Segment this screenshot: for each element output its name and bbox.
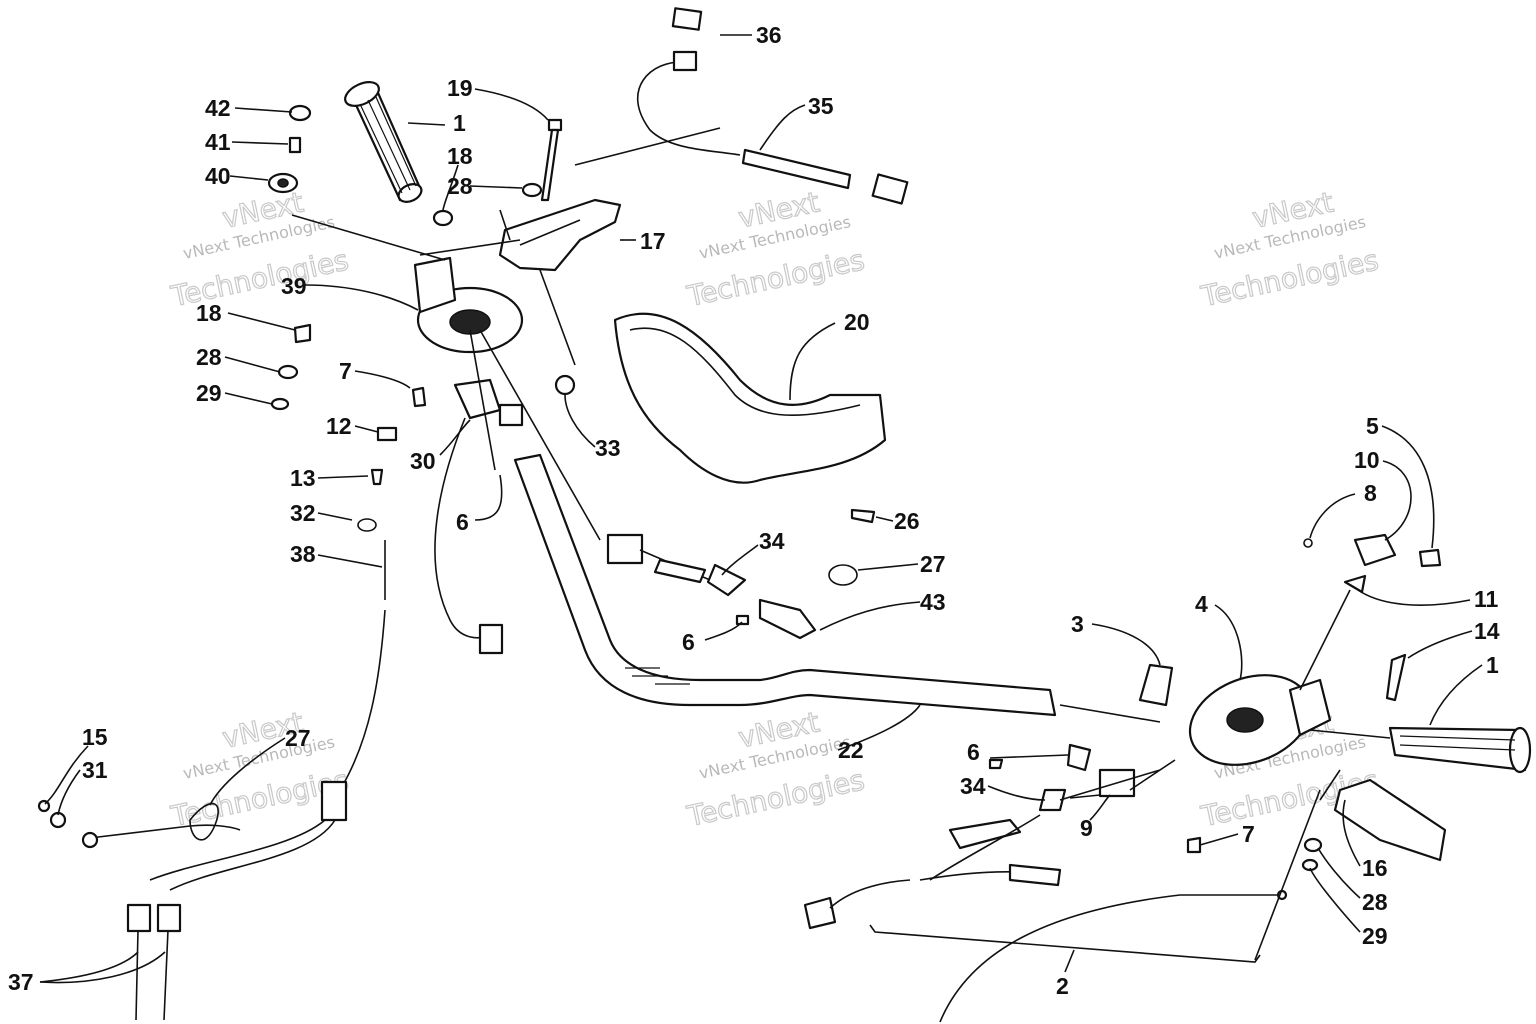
callout-12: 12 — [326, 413, 352, 439]
callout-42: 42 — [205, 95, 231, 121]
right-hardware — [988, 533, 1442, 872]
callout-10: 10 — [1354, 447, 1380, 473]
callout-6: 6 — [682, 629, 695, 655]
switch-housing-39 — [413, 256, 524, 354]
left-grip — [344, 81, 423, 203]
callout-38: 38 — [290, 541, 316, 567]
callout-3: 3 — [1071, 611, 1084, 637]
leader-lines — [39, 34, 1483, 984]
clamp-27 — [828, 564, 858, 586]
callout-19: 19 — [447, 75, 473, 101]
left-hardware — [270, 323, 427, 486]
kill-switch-30 — [434, 329, 601, 655]
watermark-5: vNext vNext Technologies Technologies — [683, 705, 868, 834]
callout-15: 15 — [82, 724, 108, 750]
callout-33: 33 — [595, 435, 621, 461]
left-cables — [37, 518, 386, 1021]
callout-29: 29 — [196, 380, 222, 406]
callouts: 42 41 40 1 19 18 28 17 36 35 39 18 28 29… — [8, 22, 1500, 999]
handlebar-22 — [513, 453, 1057, 717]
callout-26: 26 — [894, 508, 920, 534]
callout-34: 34 — [960, 773, 986, 799]
callout-18: 18 — [447, 143, 473, 169]
callout-20: 20 — [844, 309, 870, 335]
callout-39: 39 — [281, 273, 307, 299]
watermark-2: vNext vNext Technologies Technologies — [683, 185, 868, 314]
callout-7: 7 — [339, 358, 352, 384]
callout-41: 41 — [205, 129, 231, 155]
callout-2: 2 — [1056, 973, 1069, 999]
callout-9: 9 — [1080, 815, 1093, 841]
callout-8: 8 — [1364, 480, 1377, 506]
callout-27: 27 — [285, 725, 311, 751]
callout-31: 31 — [82, 757, 108, 783]
callout-28: 28 — [447, 173, 473, 199]
callout-6: 6 — [456, 509, 469, 535]
callout-30: 30 — [410, 448, 436, 474]
watermark-1: vNext vNext Technologies Technologies — [167, 185, 352, 314]
right-lever-16 — [1333, 778, 1447, 862]
callout-28: 28 — [1362, 889, 1388, 915]
callout-17: 17 — [640, 228, 666, 254]
callout-11: 11 — [1474, 586, 1499, 612]
callout-14: 14 — [1474, 618, 1500, 644]
callout-32: 32 — [290, 500, 316, 526]
callout-36: 36 — [756, 22, 782, 48]
callout-13: 13 — [290, 465, 316, 491]
washer-nut — [432, 182, 543, 227]
callout-22: 22 — [838, 737, 864, 763]
end-cap-parts — [267, 104, 312, 194]
callout-1: 1 — [1486, 652, 1499, 678]
callout-18: 18 — [196, 300, 222, 326]
callout-35: 35 — [808, 93, 834, 119]
connector-34-left — [606, 533, 817, 640]
callout-6: 6 — [967, 739, 980, 765]
brake-lever-17 — [498, 198, 622, 272]
callout-34: 34 — [759, 528, 785, 554]
callout-7: 7 — [1242, 821, 1255, 847]
callout-27: 27 — [920, 551, 946, 577]
right-grip — [1388, 726, 1532, 774]
screw-26 — [850, 508, 876, 524]
cover-20 — [613, 312, 887, 484]
right-housing-4 — [1188, 674, 1332, 766]
callout-5: 5 — [1366, 413, 1379, 439]
throttle-cable-2 — [869, 889, 1288, 1023]
callout-29: 29 — [1362, 923, 1388, 949]
callout-43: 43 — [920, 589, 946, 615]
callout-37: 37 — [8, 969, 34, 995]
watermark-3: vNext vNext Technologies Technologies — [1197, 185, 1382, 314]
bolt-19 — [540, 118, 563, 202]
clip-33 — [554, 374, 576, 396]
callout-40: 40 — [205, 163, 231, 189]
callout-1: 1 — [453, 110, 466, 136]
callout-28: 28 — [196, 344, 222, 370]
right-connectors — [803, 768, 1136, 930]
callout-16: 16 — [1362, 855, 1388, 881]
cable-35 — [637, 7, 909, 205]
callout-4: 4 — [1195, 591, 1208, 617]
